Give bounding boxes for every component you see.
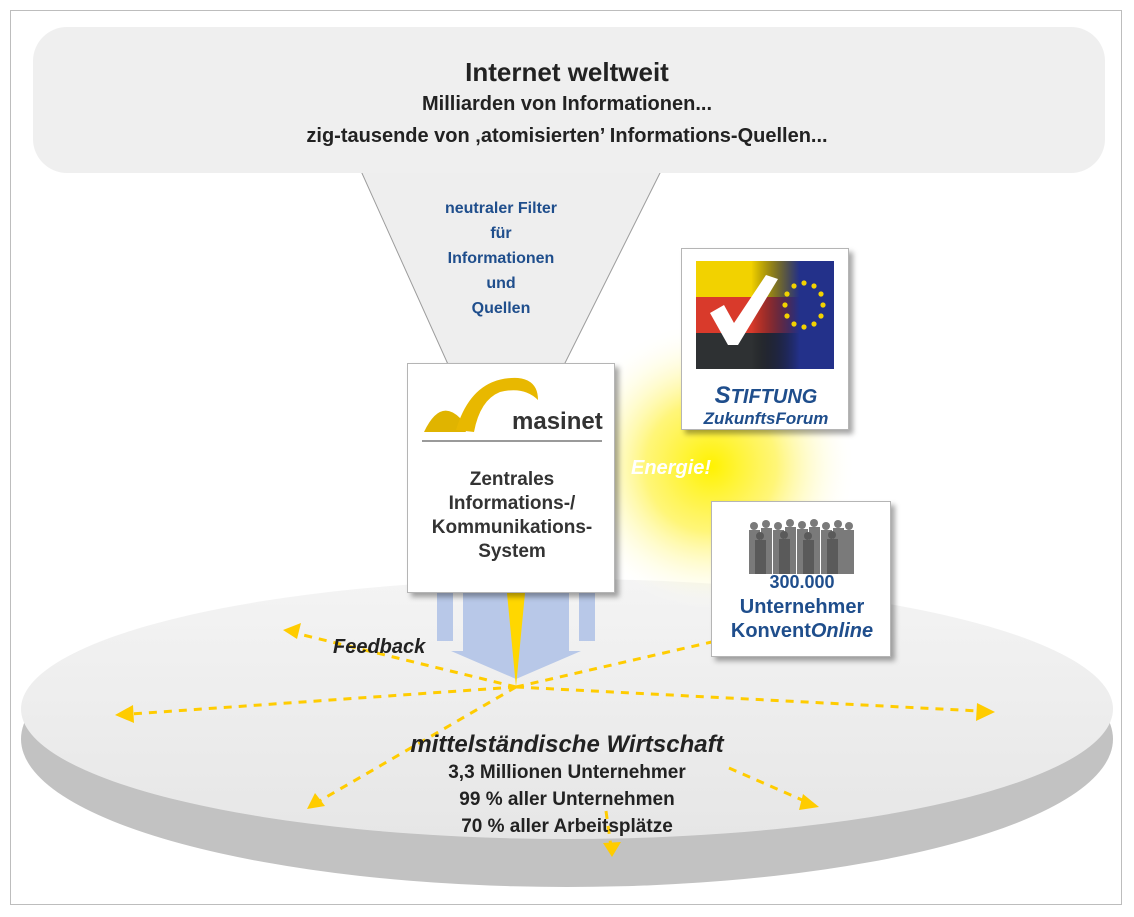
konvent-italic: Online xyxy=(810,620,874,642)
energie-label: Energie! xyxy=(631,457,712,479)
filter-line: für xyxy=(490,225,512,242)
ray-arrowheads xyxy=(115,623,995,857)
internet-banner xyxy=(33,27,1105,173)
filter-line: Informationen xyxy=(447,250,555,267)
wirtschaft-line-1: 3,3 Millionen Unternehmer xyxy=(448,762,686,783)
arrowhead-left xyxy=(115,705,134,723)
konvent-box: 300.000 Unternehmer KonventOnline xyxy=(711,501,891,657)
distribution-rays xyxy=(130,631,980,848)
system-line: Informations-/ xyxy=(448,493,576,514)
filter-label: neutraler Filter für Informationen und Q… xyxy=(411,196,591,321)
filter-line: neutraler Filter xyxy=(444,200,558,217)
stiftung-flag-logo xyxy=(696,261,834,369)
crowd-icon xyxy=(749,519,854,574)
konvent-line-2: KonventOnline xyxy=(712,620,892,643)
konvent-plain: Konvent xyxy=(730,620,811,642)
masinet-system-box: masinet Zentrales Informations-/ Kommuni… xyxy=(407,363,615,593)
feedback-label: Feedback xyxy=(333,636,426,658)
wirtschaft-line-2: 99 % aller Unternehmen xyxy=(459,789,675,810)
arrowhead-down xyxy=(603,842,621,857)
stiftung-title: STIFTUNG xyxy=(682,382,850,410)
ray-upper-left xyxy=(294,631,517,689)
diagram-frame: Internet weltweit Milliarden von Informa… xyxy=(10,10,1122,905)
stiftung-initial: S xyxy=(714,382,731,409)
arrowhead-lower-left xyxy=(307,793,325,809)
arrowhead-right xyxy=(976,703,995,721)
konvent-line-1: Unternehmer xyxy=(739,596,865,618)
ray-right xyxy=(515,685,980,713)
stiftung-title-rest: TIFTUNG xyxy=(730,386,818,408)
wirtschaft-line-3: 70 % aller Arbeitsplätze xyxy=(461,816,673,837)
filter-line: und xyxy=(486,275,516,292)
stiftung-subtitle: ZukunftsForum xyxy=(703,409,829,428)
banner-line-2: zig-tausende von ‚atomisierten’ Informat… xyxy=(306,125,828,147)
banner-title: Internet weltweit xyxy=(465,57,669,87)
masinet-logo-text: masinet xyxy=(512,408,603,435)
system-line: Kommunikations- xyxy=(431,517,593,538)
ray-down xyxy=(604,810,613,848)
wirtschaft-title: mittelständische Wirtschaft xyxy=(410,731,724,758)
arrowhead-upper-left xyxy=(283,623,301,639)
banner-line-1: Milliarden von Informationen... xyxy=(421,93,713,115)
stiftung-box: STIFTUNG ZukunftsForum xyxy=(681,248,849,430)
system-label: Zentrales Informations-/ Kommunikations-… xyxy=(408,468,616,564)
system-line: System xyxy=(478,541,546,562)
konvent-number: 300.000 xyxy=(769,572,835,592)
system-line: Zentrales xyxy=(469,469,555,490)
arrowhead-lower-right xyxy=(799,794,819,810)
masinet-logo-icon xyxy=(424,377,538,432)
ray-upper-right xyxy=(515,639,717,689)
ray-left xyxy=(130,685,517,716)
masinet-divider xyxy=(422,440,602,442)
filter-line: Quellen xyxy=(471,300,531,317)
energy-beam xyxy=(507,593,525,687)
